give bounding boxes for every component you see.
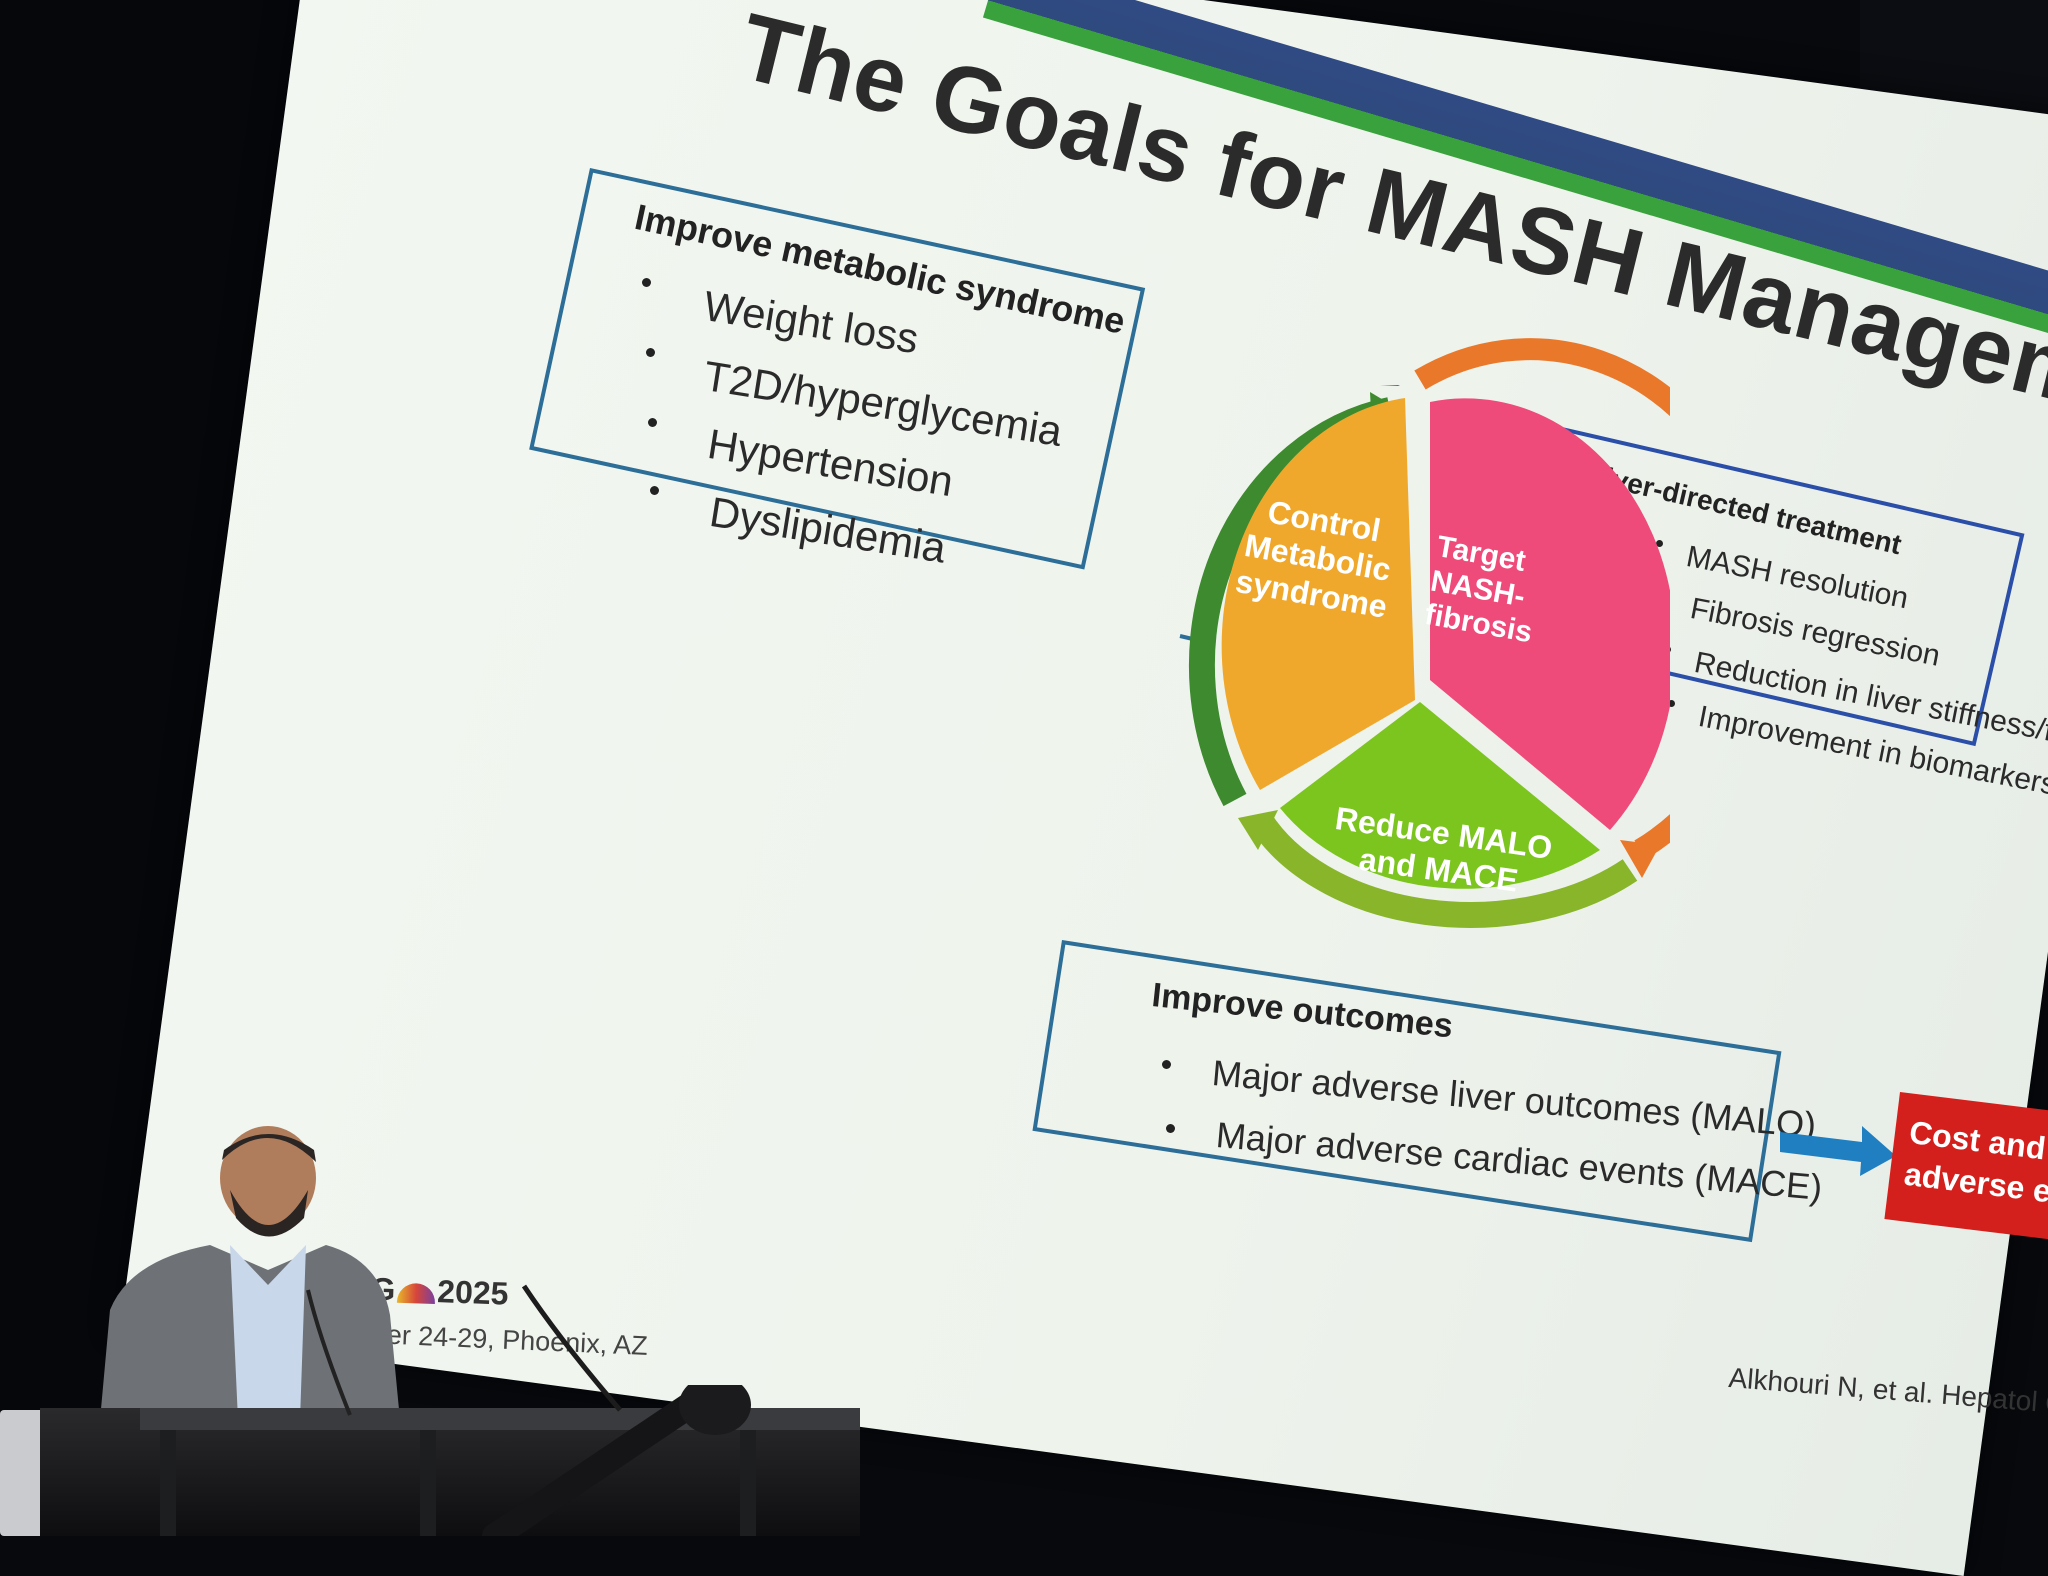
cycle-arrowhead-liver [1620, 840, 1660, 878]
bullet-dot [648, 418, 657, 427]
podium-leg [160, 1430, 176, 1536]
bullet-dot [1656, 540, 1663, 547]
chair [0, 1410, 44, 1536]
segment-metabolic [1221, 398, 1415, 790]
outcome-arrow-icon [1780, 1126, 1896, 1176]
speaker-hair [222, 1134, 316, 1162]
segment-label-nash: Target NASH- fibrosis [1422, 530, 1547, 651]
speaker-beard [230, 1190, 308, 1237]
microphone-stand [482, 1385, 751, 1536]
logo-text-right: 2025 [436, 1273, 510, 1312]
bullet-dot [1162, 1060, 1171, 1069]
bullet-dot [650, 486, 659, 495]
bullet-dot [1668, 700, 1675, 707]
speaker-head [220, 1126, 316, 1230]
bullet-dot [1166, 1124, 1175, 1133]
podium-leg [420, 1430, 436, 1536]
goals-cycle-diagram [1188, 338, 1670, 928]
segment-outcomes [1280, 702, 1600, 889]
cycle-arrowhead [1380, 385, 1400, 386]
gooseneck-mic [306, 1289, 352, 1416]
cycle-arrow-liver [1414, 338, 1670, 860]
podium-leg [740, 1430, 756, 1536]
cycle-arrow-outcomes [1249, 812, 1638, 928]
bullet-dot [646, 348, 655, 357]
gooseneck-mic [521, 1284, 622, 1412]
speaker-figure [100, 1126, 400, 1420]
speaker-shirt [230, 1245, 306, 1420]
segment-nash [1430, 398, 1670, 830]
bullet-dot [642, 278, 651, 287]
cycle-arrowhead-outcomes [1238, 810, 1278, 850]
